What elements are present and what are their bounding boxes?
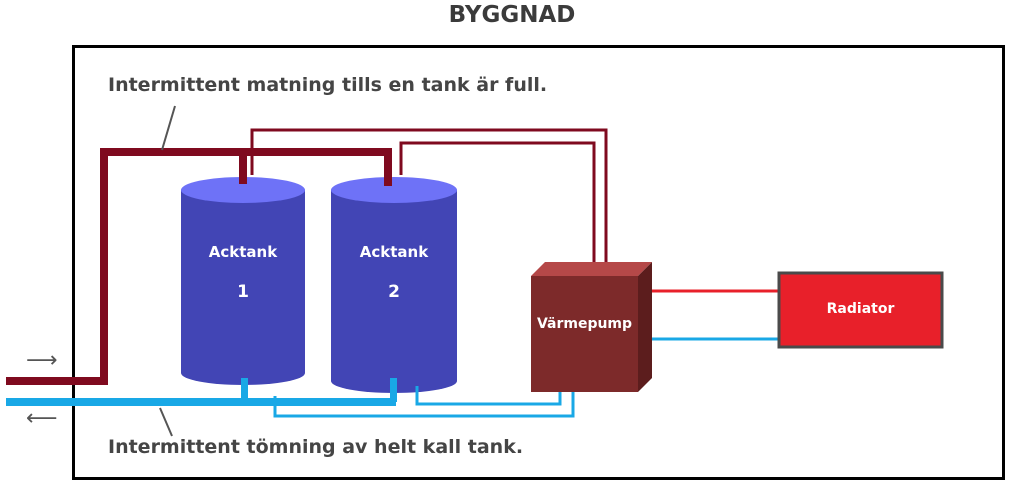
feed-annotation: Intermittent matning tills en tank är fu… bbox=[108, 74, 548, 96]
tank1-top-connector bbox=[239, 160, 247, 184]
tank2-bottom-connector bbox=[390, 378, 397, 402]
heat-pump-label: Värmepump bbox=[536, 316, 633, 332]
tank-1-name: Acktank bbox=[208, 243, 278, 261]
tank-2-name: Acktank bbox=[359, 243, 429, 261]
inflow-arrow-icon: ⟶ bbox=[26, 348, 58, 373]
radiator-label: Radiator bbox=[826, 301, 895, 317]
outflow-arrow-icon: ⟵ bbox=[26, 406, 58, 431]
drain-annotation: Intermittent tömning av helt kall tank. bbox=[108, 436, 524, 458]
cold-pipe-heatpump-tank2 bbox=[415, 386, 562, 406]
top-annotation-leader bbox=[161, 105, 176, 151]
tank-2-number: 2 bbox=[388, 282, 400, 302]
tank1-bottom-connector bbox=[241, 378, 248, 402]
cold-pipe-heatpump-tank1 bbox=[273, 392, 575, 418]
building-frame bbox=[72, 45, 1005, 480]
tank-1 bbox=[181, 177, 305, 385]
tank-2 bbox=[331, 177, 457, 393]
tank-1-number: 1 bbox=[237, 282, 249, 302]
hot-pipe-tank1-heatpump bbox=[250, 128, 608, 262]
hot-pipe-tank2-heatpump bbox=[399, 141, 596, 262]
bottom-annotation-leader bbox=[159, 407, 173, 437]
building-title: BYGGNAD bbox=[448, 2, 576, 28]
tank2-top-connector bbox=[384, 160, 392, 186]
heat-pump-box bbox=[531, 262, 652, 392]
radiator-box bbox=[777, 271, 944, 349]
